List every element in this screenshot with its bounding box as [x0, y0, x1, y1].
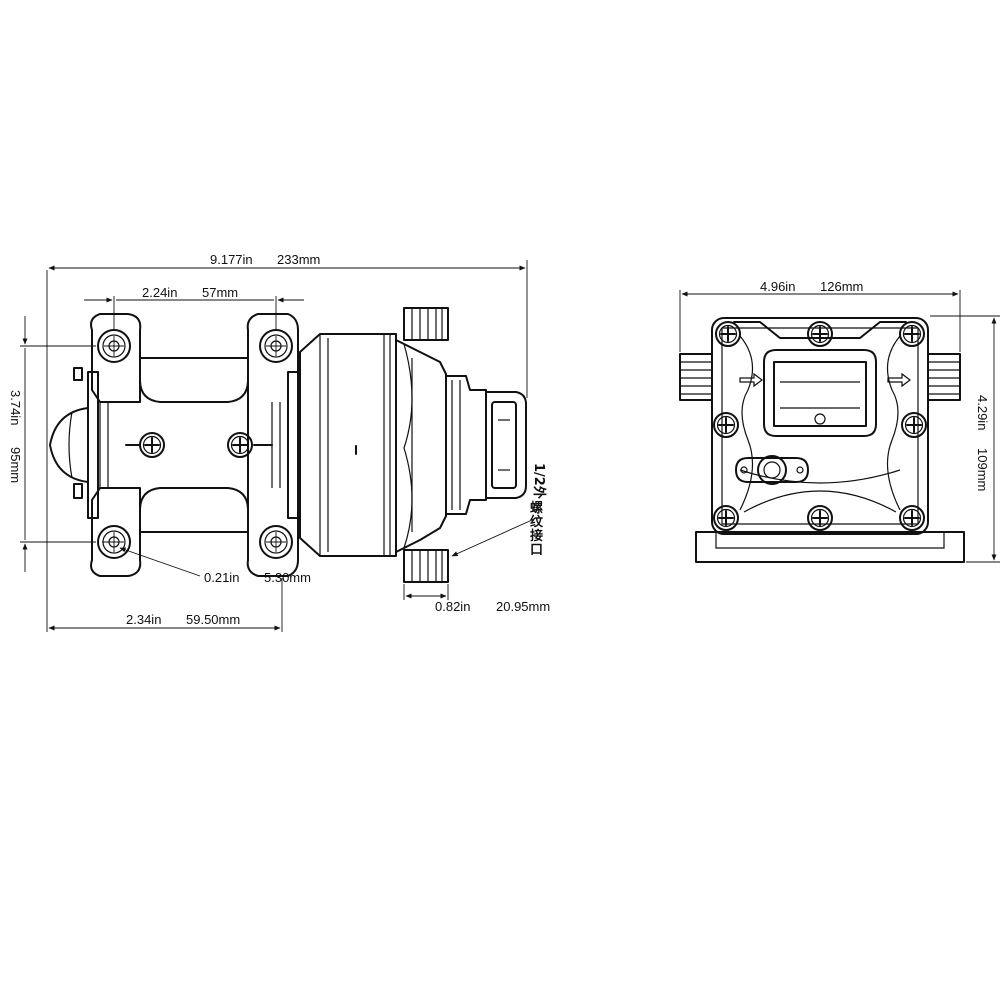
head-height-mm: 109mm — [975, 448, 990, 491]
hole-diameter-mm: 5.30mm — [264, 570, 311, 585]
mount-to-flange-mm: 59.50mm — [186, 612, 240, 627]
port-note-char-4: 接 — [530, 528, 543, 544]
hole-spacing-inch: 2.24in — [142, 285, 177, 300]
port-length-inch: 0.82in — [435, 599, 470, 614]
dim-hole-spacing: 2.24in 57mm — [84, 285, 304, 330]
dim-head-height: 4.29in 109mm — [930, 315, 1000, 563]
side-view: 9.177in 233mm 2.24in 57mm 3.74in 95mm — [8, 252, 550, 632]
pump-foot — [695, 531, 965, 563]
pump-head-front — [711, 317, 929, 535]
mount-to-flange-inch: 2.34in — [126, 612, 161, 627]
pump-head — [395, 307, 527, 583]
mount-height-inch: 3.74in — [8, 390, 23, 425]
port-thread-note: 1/2外 螺 纹 接 口 — [451, 463, 547, 558]
dim-mount-to-flange: 2.34in 59.50mm — [48, 578, 283, 632]
dim-hole-diameter: 0.21in 5.30mm — [102, 541, 311, 585]
port-note-char-3: 纹 — [530, 514, 544, 530]
dim-mount-height: 3.74in 95mm — [8, 316, 96, 572]
hole-spacing-mm: 57mm — [202, 285, 238, 300]
motor-body — [299, 333, 397, 557]
port-note-char-5: 口 — [530, 543, 543, 558]
front-view: 4.96in 126mm 4.29in 109mm — [679, 279, 1000, 563]
dim-overall-length: 9.177in 233mm — [46, 252, 528, 632]
overall-length-mm: 233mm — [277, 252, 320, 267]
hole-diameter-inch: 0.21in — [204, 570, 239, 585]
head-width-mm: 126mm — [820, 279, 863, 294]
front-ports — [679, 353, 961, 401]
port-note-char-2: 螺 — [530, 500, 543, 516]
head-height-inch: 4.29in — [975, 395, 990, 430]
overall-length-inch: 9.177in — [210, 252, 253, 267]
head-width-inch: 4.96in — [760, 279, 795, 294]
dim-port-length: 0.82in 20.95mm — [403, 584, 550, 614]
dim-head-width: 4.96in 126mm — [679, 279, 961, 352]
mount-height-mm: 95mm — [8, 447, 23, 483]
mounting-base — [49, 313, 299, 577]
port-length-mm: 20.95mm — [496, 599, 550, 614]
port-note-line-1: 1/2外 — [531, 463, 547, 499]
